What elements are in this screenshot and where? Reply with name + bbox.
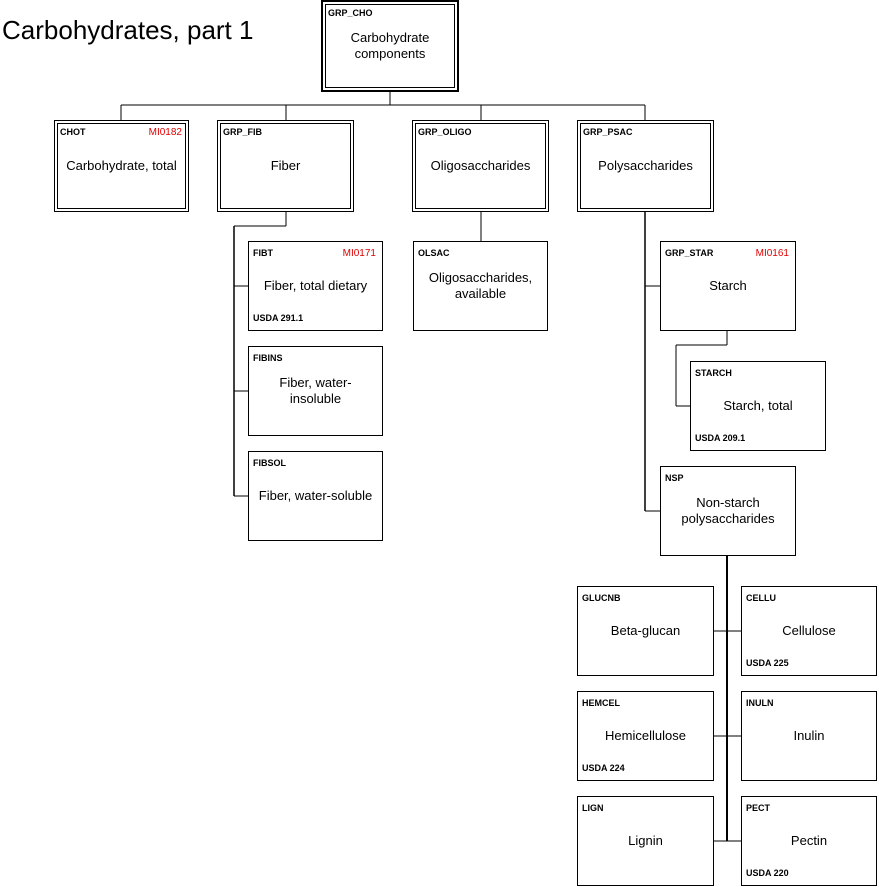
- node-label: Fiber, water-insoluble: [279, 375, 352, 406]
- node-olsac: OLSAC Oligosaccharides, available: [413, 241, 548, 331]
- node-grp-psac: GRP_PSAC Polysaccharides: [577, 120, 714, 212]
- node-grp-cho: GRP_CHO Carbohydrate components: [321, 0, 459, 92]
- node-fibins: FIBINS Fiber, water-insoluble: [248, 346, 383, 436]
- node-code: GRP_CHO: [328, 8, 373, 18]
- node-code: PECT: [746, 803, 771, 813]
- node-code: CHOT: [60, 127, 86, 137]
- node-code: GRP_OLIGO: [418, 127, 472, 137]
- node-label: Beta-glucan: [610, 623, 681, 638]
- node-label: Fiber: [270, 158, 301, 173]
- node-mi-code: MI0161: [755, 248, 789, 259]
- node-code: FIBT: [253, 248, 273, 258]
- node-label: Starch, total: [723, 398, 793, 413]
- node-nsp: NSP Non-starch polysaccharides: [660, 466, 796, 556]
- node-code: NSP: [665, 473, 684, 483]
- node-code: FIBSOL: [253, 458, 286, 468]
- node-code: INULN: [746, 698, 774, 708]
- node-code: GRP_FIB: [223, 127, 263, 137]
- node-fibt: FIBT MI0171 Fiber, total dietary USDA 29…: [248, 241, 383, 331]
- node-inuln: INULN Inulin: [741, 691, 877, 781]
- node-usda-code: USDA 209.1: [695, 433, 746, 443]
- node-glucnb: GLUCNB Beta-glucan: [577, 586, 714, 676]
- node-label: Pectin: [790, 833, 828, 848]
- node-code: GRP_STAR: [665, 248, 714, 258]
- node-grp-star: GRP_STAR MI0161 Starch: [660, 241, 796, 331]
- node-label: Inulin: [793, 728, 825, 743]
- node-label: Oligosaccharides: [430, 158, 531, 173]
- node-code: STARCH: [695, 368, 732, 378]
- node-code: GRP_PSAC: [583, 127, 633, 137]
- node-usda-code: USDA 224: [582, 763, 625, 773]
- node-label: Carbohydrate components: [350, 30, 430, 61]
- node-lign: LIGN Lignin: [577, 796, 714, 886]
- node-label: Cellulose: [782, 623, 836, 638]
- node-chot: CHOT MI0182 Carbohydrate, total: [54, 120, 189, 212]
- node-label: Lignin: [628, 833, 663, 848]
- node-label: Non-starch polysaccharides: [681, 495, 775, 526]
- node-fibsol: FIBSOL Fiber, water-soluble: [248, 451, 383, 541]
- node-code: HEMCEL: [582, 698, 620, 708]
- node-label: Hemicellulose: [605, 728, 686, 743]
- node-code: FIBINS: [253, 353, 283, 363]
- node-label: Carbohydrate, total: [66, 158, 177, 173]
- page-title: Carbohydrates, part 1: [2, 15, 254, 45]
- node-starch: STARCH Starch, total USDA 209.1: [690, 361, 826, 451]
- node-code: LIGN: [582, 803, 604, 813]
- node-label: Polysaccharides: [598, 158, 693, 173]
- node-mi-code: MI0182: [148, 127, 182, 138]
- node-usda-code: USDA 291.1: [253, 313, 304, 323]
- node-label: Fiber, water-soluble: [258, 488, 373, 503]
- node-cellu: CELLU Cellulose USDA 225: [741, 586, 877, 676]
- node-mi-code: MI0171: [342, 248, 376, 259]
- node-code: GLUCNB: [582, 593, 621, 603]
- node-usda-code: USDA 220: [746, 868, 789, 878]
- node-label: Oligosaccharides, available: [428, 270, 533, 301]
- node-usda-code: USDA 225: [746, 658, 789, 668]
- node-pect: PECT Pectin USDA 220: [741, 796, 877, 886]
- node-label: Starch: [709, 278, 747, 293]
- node-grp-oligo: GRP_OLIGO Oligosaccharides: [412, 120, 549, 212]
- node-label: Fiber, total dietary: [263, 278, 368, 293]
- node-hemcel: HEMCEL Hemicellulose USDA 224: [577, 691, 714, 781]
- node-code: CELLU: [746, 593, 776, 603]
- node-code: OLSAC: [418, 248, 450, 258]
- node-grp-fib: GRP_FIB Fiber: [217, 120, 354, 212]
